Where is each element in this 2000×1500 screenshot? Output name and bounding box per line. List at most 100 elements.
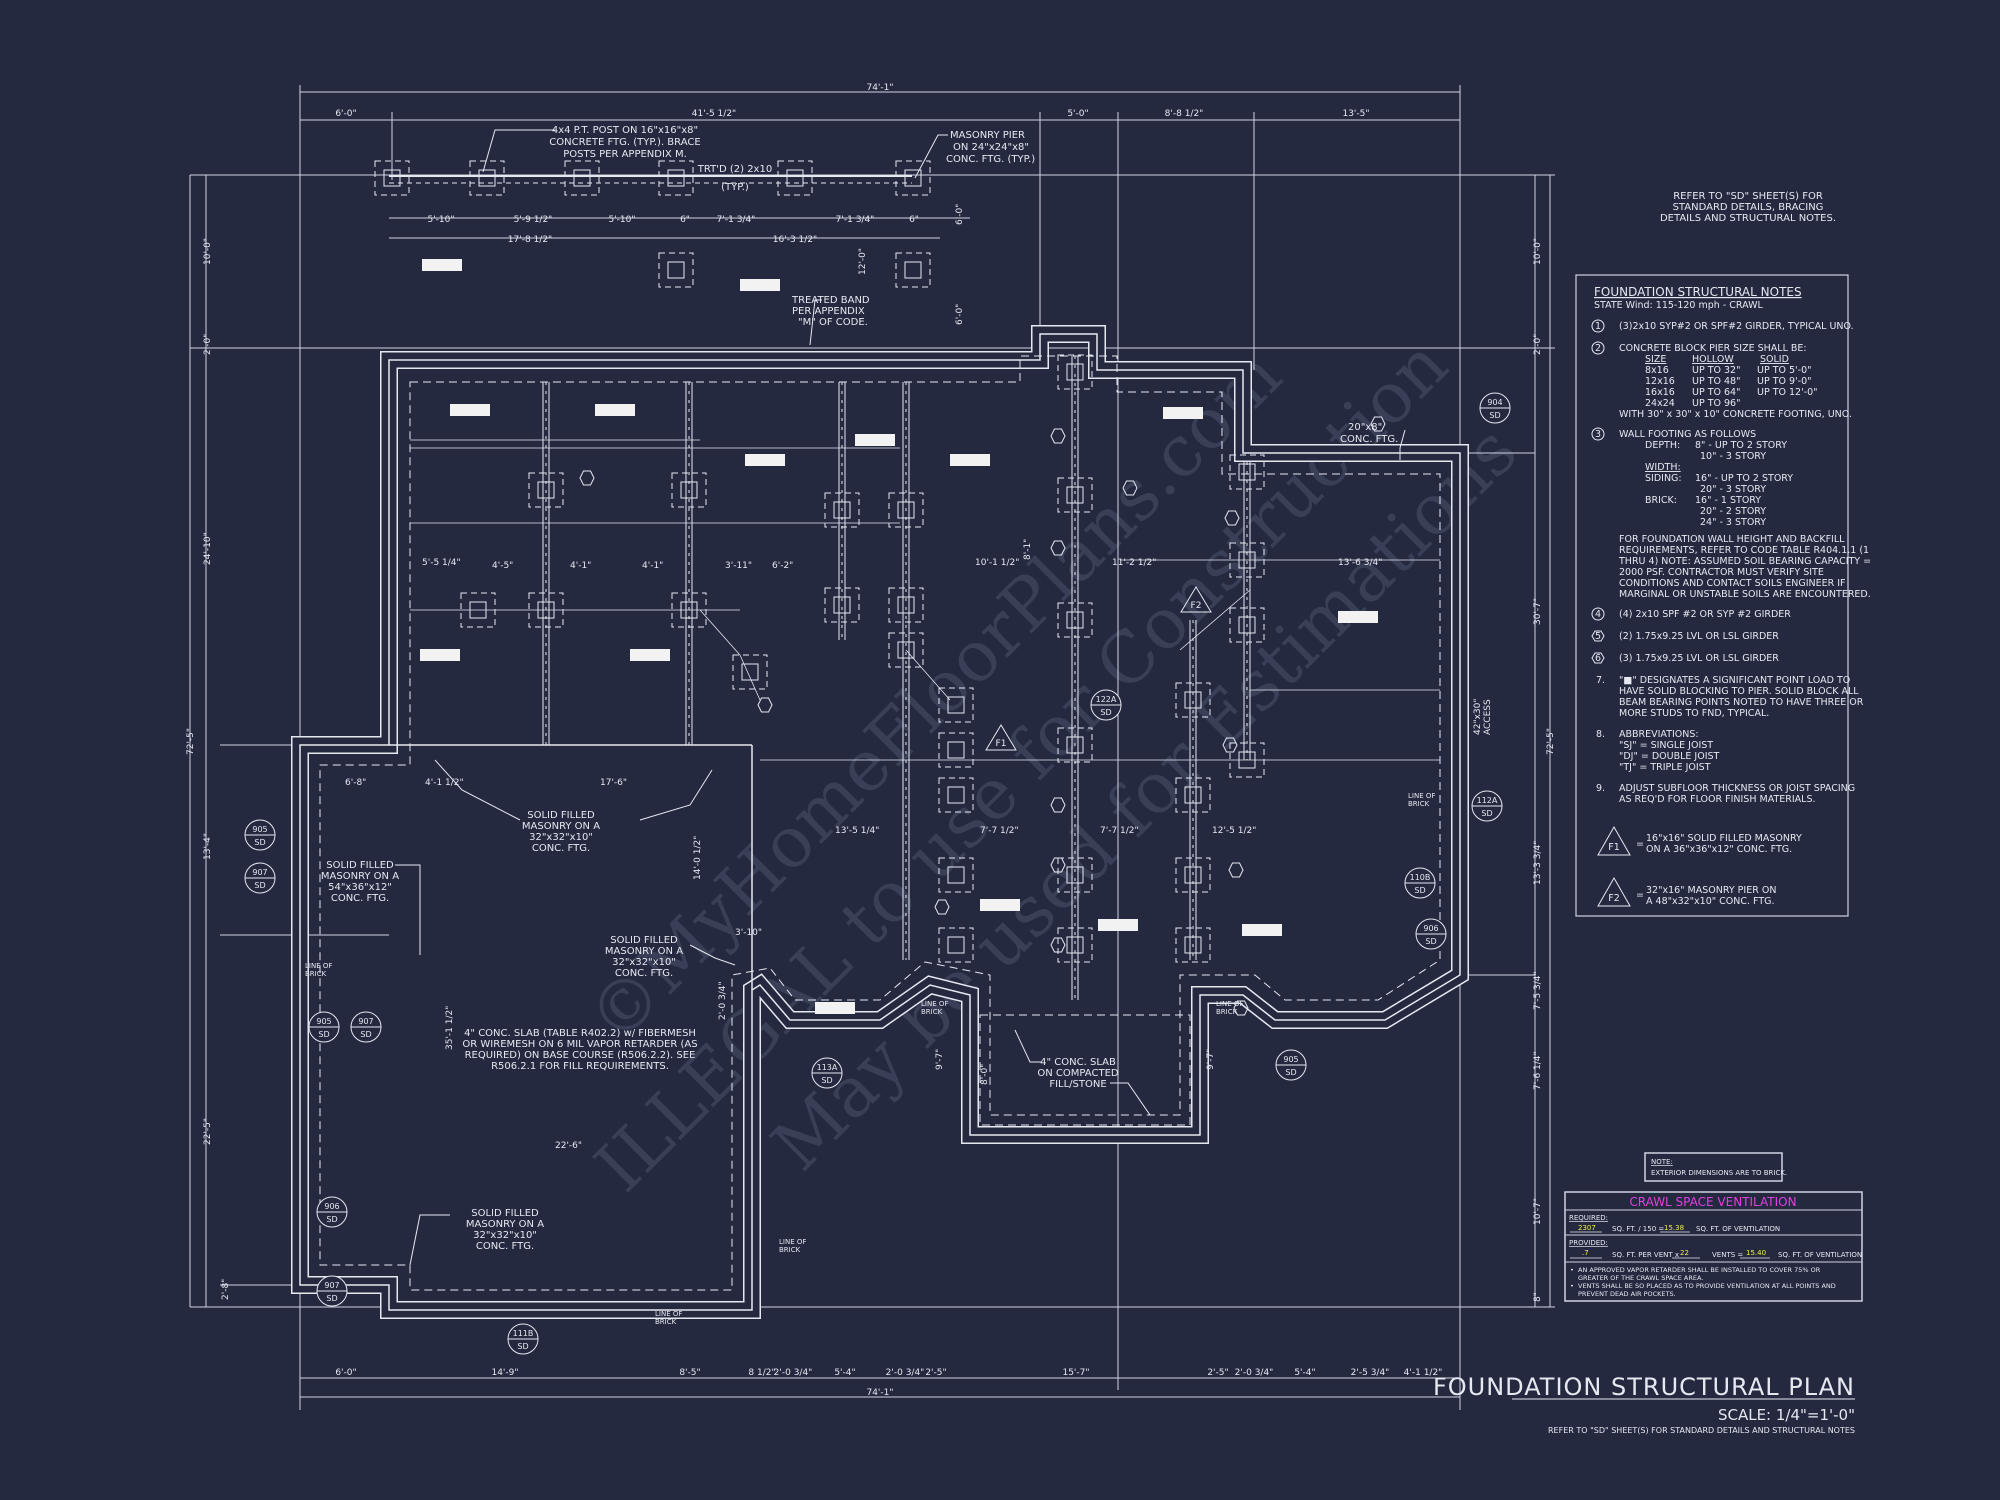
dim-interior: 12'-5 1/2"	[1212, 826, 1256, 836]
dim-top: 6'-0"	[335, 109, 356, 119]
note-tag: 2	[1595, 343, 1601, 354]
pier-footing	[1229, 454, 1265, 490]
list-value: 10" - 3 STORY	[1700, 451, 1766, 462]
beam-label-block	[950, 454, 990, 466]
detail-number: 110B	[1410, 873, 1431, 882]
masonry-pier	[537, 601, 555, 619]
ventilation-bullet: GREATER OF THE CRAWL SPACE AREA.	[1578, 1274, 1703, 1282]
dim-porch: 16'-3 1/2"	[773, 235, 817, 245]
list-value: 24" - 3 STORY	[1700, 517, 1766, 528]
f2-definition: A 48"x32"x10" CONC. FTG.	[1646, 896, 1775, 907]
detail-callout-bubble: 110B SD	[1404, 867, 1436, 899]
band-note: (TYP.)	[721, 182, 749, 193]
masonry-pier	[1238, 751, 1256, 769]
sheet-title: FOUNDATION STRUCTURAL PLAN	[1433, 1373, 1855, 1401]
masonry-pier	[1238, 616, 1256, 634]
note-line: 54"x36"x12"	[328, 882, 392, 893]
dim-porch: 5'-10"	[427, 215, 454, 225]
refer-sd-note: REFER TO "SD" SHEET(S) FOR STANDARD DETA…	[1660, 191, 1836, 224]
dim-bottom: 5'-4"	[1294, 1368, 1315, 1378]
detail-number: 906	[324, 1202, 339, 1211]
detail-sheet: SD	[318, 1030, 329, 1039]
note-line: MARGINAL OR UNSTABLE SOILS ARE ENCOUNTER…	[1619, 589, 1871, 600]
detail-sheet: SD	[1414, 886, 1425, 895]
detail-number: 906	[1423, 924, 1438, 933]
table-header: SIZE	[1645, 354, 1666, 365]
f2-definition: 32"x16" MASONRY PIER ON	[1646, 885, 1776, 896]
required-text: SQ. FT. OF VENTILATION	[1696, 1225, 1780, 1233]
bullet: •	[1570, 1282, 1574, 1290]
note-tag: 7.	[1596, 675, 1605, 686]
provided-text: SQ. FT. PER VENT x	[1612, 1251, 1679, 1259]
note-7: MORE STUDS TO FND, TYPICAL.	[1619, 708, 1769, 719]
detail-sheet: SD	[1489, 411, 1500, 420]
note-line: FILL/STONE	[1049, 1079, 1106, 1090]
note-7: HAVE SOLID BLOCKING TO PIER. SOLID BLOCK…	[1619, 686, 1859, 697]
note-line: SOLID FILLED	[326, 860, 394, 871]
treated-band-note: PER APPENDIX	[792, 306, 865, 317]
table-cell: UP TO 5'-0"	[1757, 365, 1812, 376]
dim-interior: 10'-1 1/2"	[975, 558, 1019, 568]
footing-tag-f1: F1	[985, 724, 1017, 751]
pier-footing	[671, 592, 707, 628]
note-tag: 6	[1595, 653, 1601, 664]
pier-footing	[777, 160, 813, 196]
dim-left: 24'-10"	[203, 532, 213, 565]
pier-footing	[1175, 682, 1211, 718]
note-line: 4" CONC. SLAB	[1040, 1057, 1116, 1068]
line-of-brick-text: BRICK	[305, 970, 327, 978]
bullet: •	[1570, 1266, 1574, 1274]
provided-text: VENTS =	[1712, 1251, 1743, 1259]
masonry-pier	[1184, 936, 1202, 954]
dim-right: 10'-0"	[1533, 238, 1543, 265]
band-note: TRT'D (2) 2x10	[697, 164, 772, 175]
note-line: SOLID FILLED	[471, 1208, 539, 1219]
footing-note: 20"x8"	[1348, 422, 1382, 433]
pier-footing	[671, 472, 707, 508]
pier-footing	[1057, 857, 1093, 893]
provided-text: SQ. FT. OF VENTILATION	[1778, 1251, 1862, 1259]
bottom-dimensions: 6'-0" 14'-9" 8'-5" 8 1/2" 2'-0 3/4" 5'-4…	[335, 1368, 1442, 1398]
masonry-pier	[667, 261, 685, 279]
dim-bottom: 14'-9"	[491, 1368, 518, 1378]
list-value: 16" - 1 STORY	[1695, 495, 1761, 506]
girder-tag-hexagon-icon	[1050, 937, 1066, 953]
girder-tag-hexagon-icon	[1222, 737, 1238, 753]
footing-tag-label: F2	[1191, 601, 1202, 611]
note-line: MASONRY ON A	[321, 871, 399, 882]
list-value: 20" - 2 STORY	[1700, 506, 1766, 517]
pier-footing	[824, 492, 860, 528]
dim-interior: 8'-1"	[1023, 539, 1033, 560]
detail-sheet: SD	[1100, 708, 1111, 717]
dim-left: 2'-8"	[221, 1279, 231, 1300]
beam-label-block	[1242, 924, 1282, 936]
note-line: CONC. FTG.	[532, 843, 590, 854]
exterior-dimensions-note: NOTE: EXTERIOR DIMENSIONS ARE TO BRICK.	[1644, 1152, 1787, 1182]
dim-right: 13'-3 3/4"	[1533, 841, 1543, 885]
detail-number: 904	[1487, 398, 1502, 407]
triangle-icon	[1597, 825, 1631, 856]
masonry-pier	[947, 786, 965, 804]
dim-porch: 7'-1 3/4"	[717, 215, 756, 225]
footing-tag: F1	[1608, 842, 1620, 853]
left-dimensions: 10'-0" 2'-0" 24'-10" 72'-5" 13'-4" 22'-5…	[186, 238, 231, 1300]
dim-porch: 6"	[909, 215, 919, 225]
list-label: DEPTH:	[1645, 440, 1680, 451]
masonry-pier	[897, 641, 915, 659]
detail-sheet: SD	[326, 1215, 337, 1224]
masonry-pier	[1066, 866, 1084, 884]
dim-top: 5'-0"	[1067, 109, 1088, 119]
dim-interior: 7'-7 1/2"	[1100, 826, 1139, 836]
beam-label-block	[1098, 919, 1138, 931]
masonry-pier	[947, 696, 965, 714]
note-line: CONC. FTG.	[476, 1241, 534, 1252]
pier-footing	[824, 587, 860, 623]
pier-footing	[938, 732, 974, 768]
masonry-pier	[904, 169, 922, 187]
